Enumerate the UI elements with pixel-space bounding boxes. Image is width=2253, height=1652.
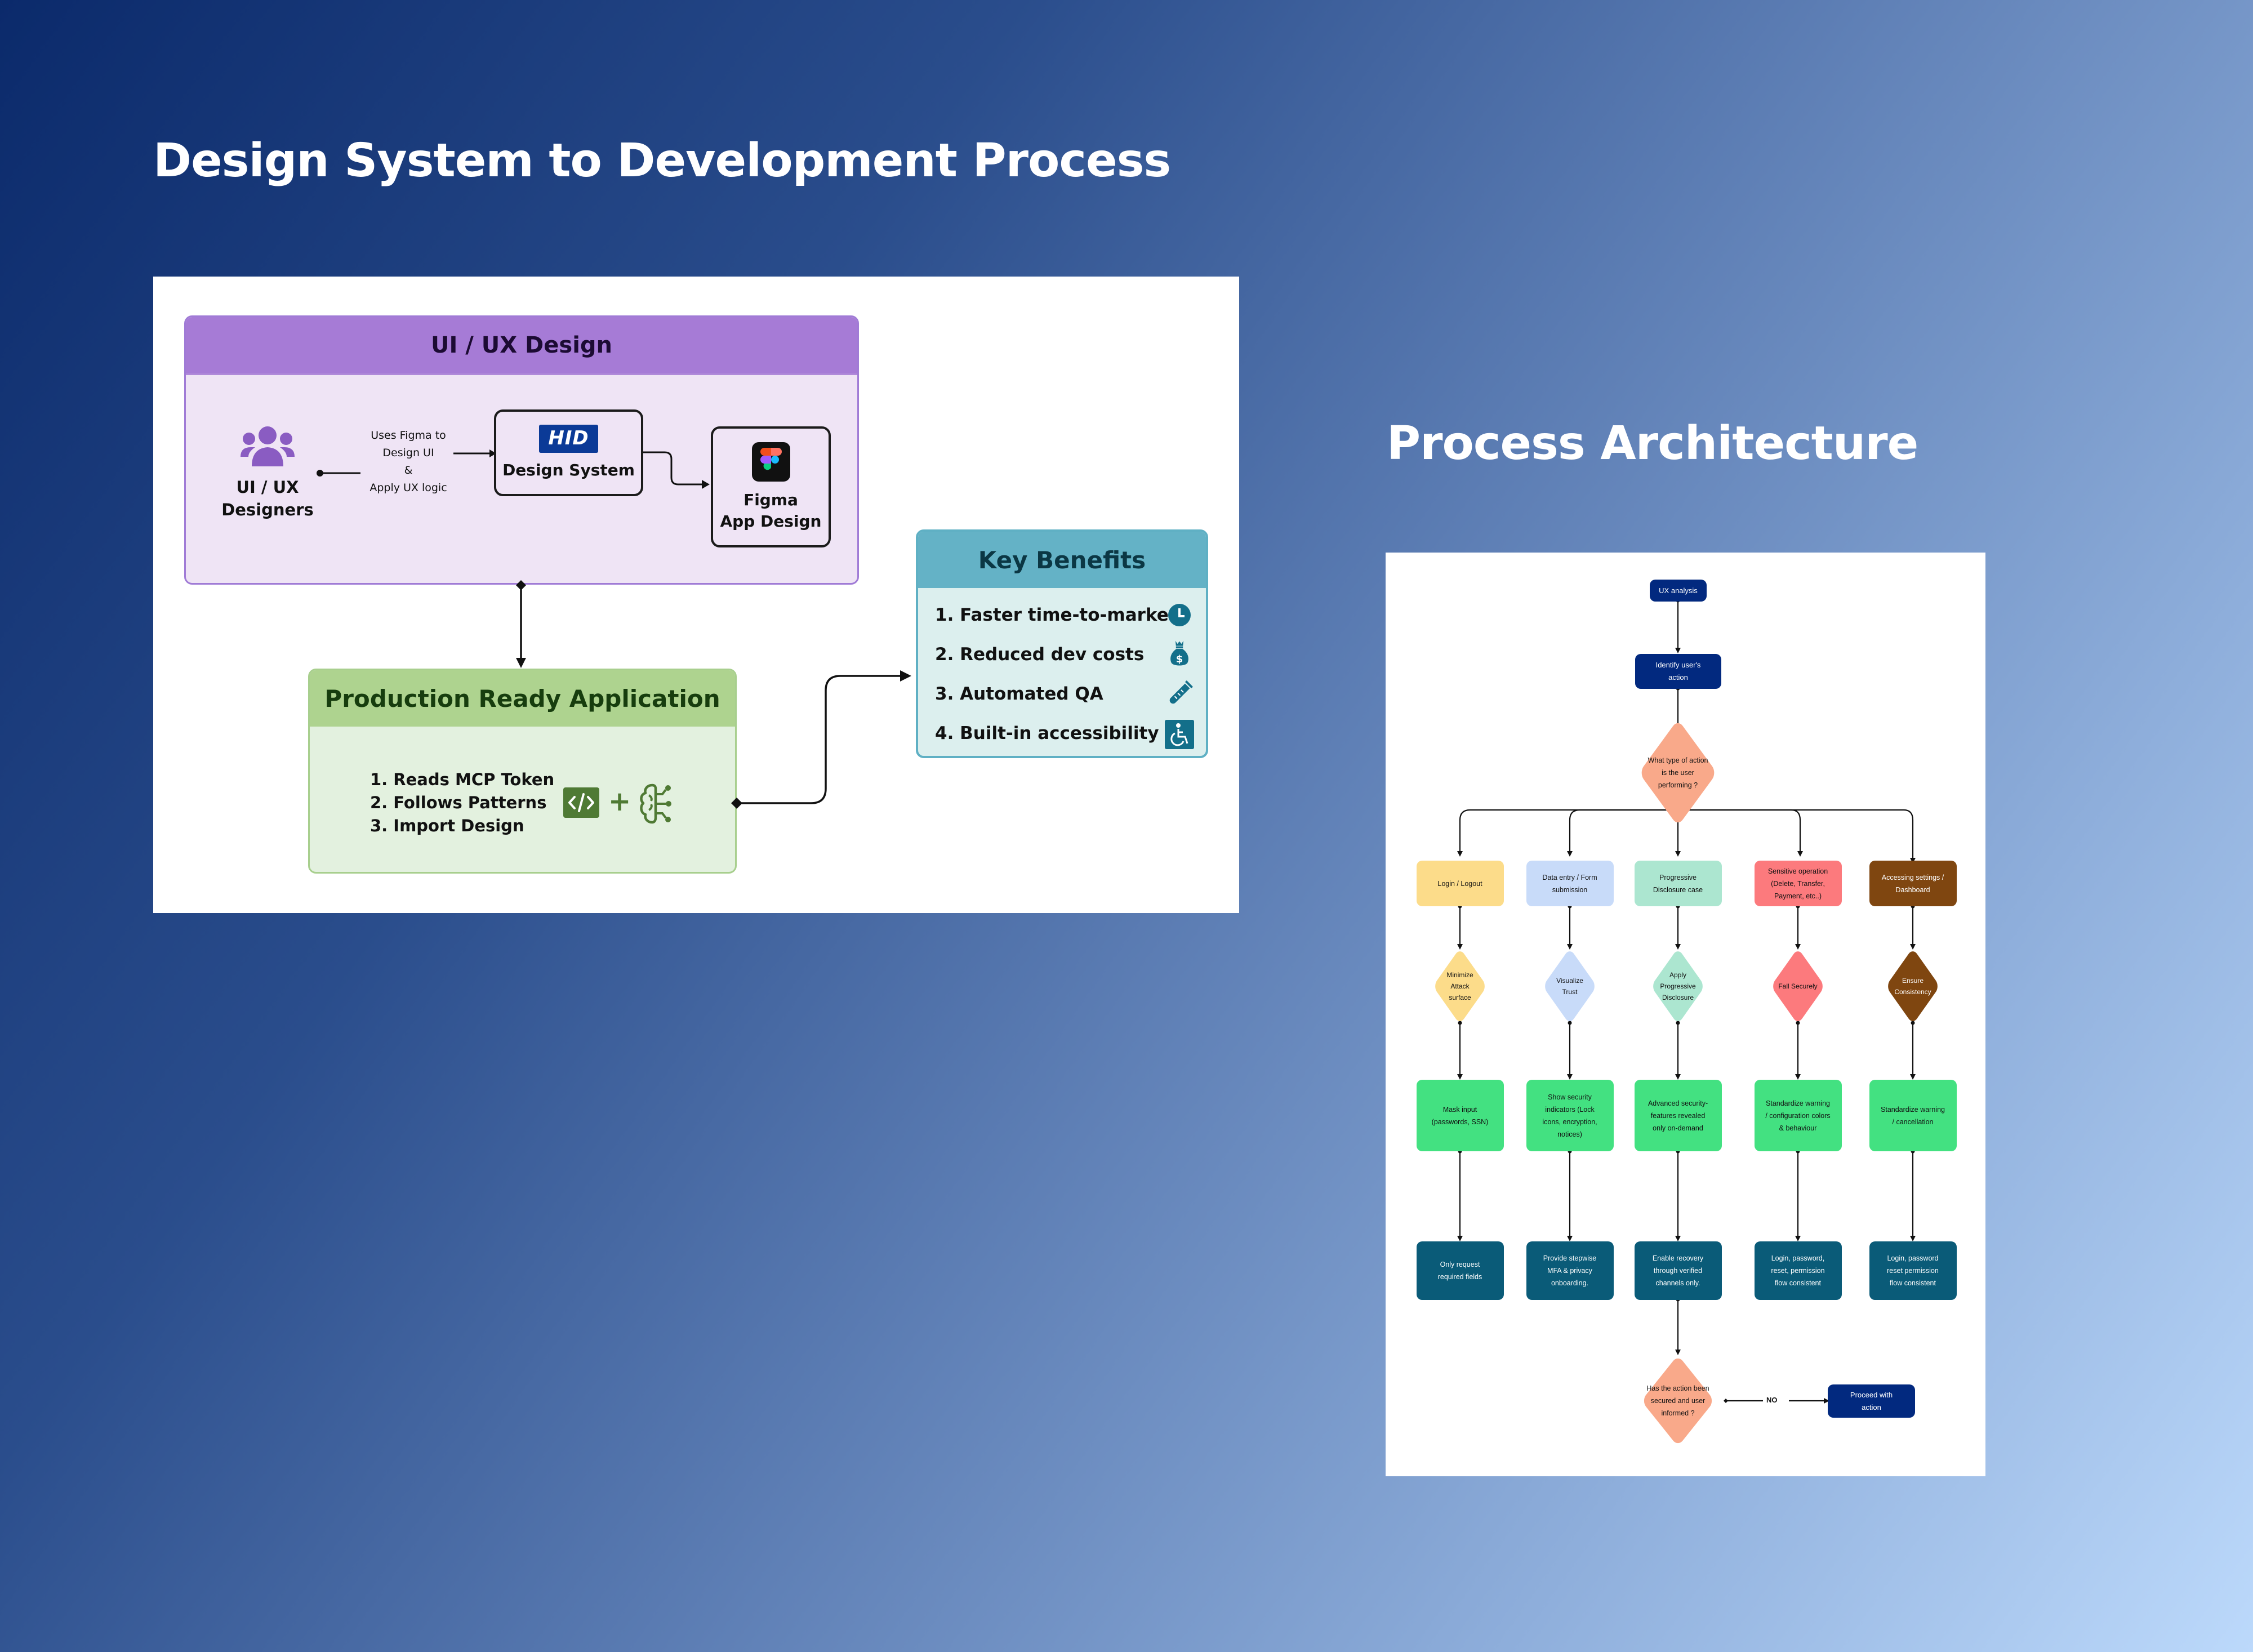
designers-label-line2: Designers <box>221 500 314 519</box>
plus-sign: + <box>608 786 631 817</box>
hid-logo: HID <box>539 425 598 453</box>
flow-proceed-with-action: Proceed with action <box>1828 1384 1915 1418</box>
flow-principle-decision: Minimize Attack surface <box>1424 948 1495 1025</box>
architecture-title: Process Architecture <box>1387 417 1918 470</box>
flow-category-node: Sensitive operation (Delete, Transfer, P… <box>1754 861 1842 906</box>
note-line: & <box>404 464 413 477</box>
flow-principle-label: Visualize Trust <box>1556 977 1583 996</box>
production-to-benefits-arrow <box>731 670 911 809</box>
flow-final-question: Has the action been secured and user inf… <box>1646 1384 1709 1417</box>
production-steps-list: 1. Reads MCP Token 2. Follows Patterns 3… <box>370 768 554 838</box>
ai-brain-icon <box>640 783 671 824</box>
flow-start-ux-analysis: UX analysis <box>1650 580 1707 602</box>
figma-label-line2: App Design <box>720 511 822 531</box>
money-bag-icon: $ <box>1170 640 1188 666</box>
note-line: Uses Figma to <box>371 429 446 442</box>
design-system-box: HID Design System <box>494 409 643 496</box>
benefit-item: 2. Reduced dev costs <box>935 644 1145 665</box>
flow-principle-label: Fall Securely <box>1778 982 1818 990</box>
designers-label: UI / UX Designers <box>211 476 324 521</box>
flow-principle-decision: Visualize Trust <box>1534 948 1605 1025</box>
page-title: Design System to Development Process <box>153 134 1171 188</box>
flow-category-node: Progressive Disclosure case <box>1634 861 1722 906</box>
production-step: 3. Import Design <box>370 816 524 835</box>
flow-category-node: Accessing settings / Dashboard <box>1869 861 1957 906</box>
note-line: Design UI <box>382 447 434 459</box>
flow-outcome-node: Provide stepwise MFA & privacy onboardin… <box>1526 1241 1614 1300</box>
designers-label-line1: UI / UX <box>236 478 299 497</box>
benefit-item: 1. Faster time-to-market <box>935 605 1177 625</box>
svg-text:$: $ <box>1176 654 1183 665</box>
flow-no-label: NO <box>1763 1396 1781 1404</box>
test-tube-icon <box>1169 680 1193 704</box>
key-benefits-box: Key Benefits 1. Faster time-to-market 2.… <box>916 529 1208 758</box>
flow-action-node: Show security indicators (Lock icons, en… <box>1526 1080 1614 1151</box>
flow-identify-action: Identify user's action <box>1635 654 1721 689</box>
note-to-design-system-arrow <box>453 449 496 457</box>
flow-principle-decision: Apply Progressive Disclosure <box>1642 948 1713 1025</box>
uiux-to-production-arrow <box>516 580 526 668</box>
flow-principle-decision: Fall Securely <box>1762 948 1833 1025</box>
code-icon <box>563 787 599 818</box>
uiux-design-header: UI / UX Design <box>186 317 857 375</box>
wheelchair-icon <box>1165 720 1194 749</box>
flow-action-type-question: What type of action is the user performi… <box>1648 756 1708 789</box>
production-ready-box: Production Ready Application <box>308 669 737 874</box>
users-group-icon <box>241 426 295 466</box>
flow-outcome-node: Login, password, reset, permission flow … <box>1754 1241 1842 1300</box>
figma-app-design-box: Figma App Design <box>711 426 831 547</box>
flow-action-type-decision: What type of action is the user performi… <box>1622 719 1734 826</box>
note-line: Apply UX logic <box>369 482 447 494</box>
process-architecture-panel <box>1386 553 1985 1476</box>
clock-icon <box>1168 604 1191 626</box>
figma-icon <box>751 442 790 482</box>
designers-connector <box>317 470 360 477</box>
benefit-item: 3. Automated QA <box>935 684 1103 704</box>
flow-principle-label: Ensure Consistency <box>1894 977 1931 996</box>
design-system-to-figma-arrow <box>643 451 710 489</box>
flow-category-node: Login / Logout <box>1416 861 1504 906</box>
flow-action-node: Standardize warning / cancellation <box>1869 1080 1957 1151</box>
flow-outcome-node: Enable recovery through verified channel… <box>1634 1241 1722 1300</box>
figma-label-line1: Figma <box>743 491 798 509</box>
flow-final-decision: Has the action been secured and user inf… <box>1631 1354 1725 1448</box>
flow-action-node: Advanced security-features revealed only… <box>1634 1080 1722 1151</box>
flow-action-node: Standardize warning / configuration colo… <box>1754 1080 1842 1151</box>
flow-principle-decision: Ensure Consistency <box>1877 948 1948 1025</box>
flow-category-node: Data entry / Form submission <box>1526 861 1614 906</box>
production-step: 1. Reads MCP Token <box>370 770 555 789</box>
flow-principle-label: Minimize Attack surface <box>1446 971 1473 1001</box>
key-benefits-header: Key Benefits <box>918 532 1206 588</box>
production-step: 2. Follows Patterns <box>370 793 547 812</box>
flow-action-node: Mask input (passwords, SSN) <box>1416 1080 1504 1151</box>
flow-outcome-node: Only request required fields <box>1416 1241 1504 1300</box>
flow-outcome-node: Login, password reset permission flow co… <box>1869 1241 1957 1300</box>
benefit-item: 4. Built-in accessibility <box>935 723 1159 743</box>
flow-principle-label: Apply Progressive Disclosure <box>1660 971 1696 1001</box>
figma-usage-note: Uses Figma to Design UI & Apply UX logic <box>352 427 465 497</box>
production-ready-header: Production Ready Application <box>310 670 735 727</box>
design-system-label: Design System <box>502 461 635 480</box>
